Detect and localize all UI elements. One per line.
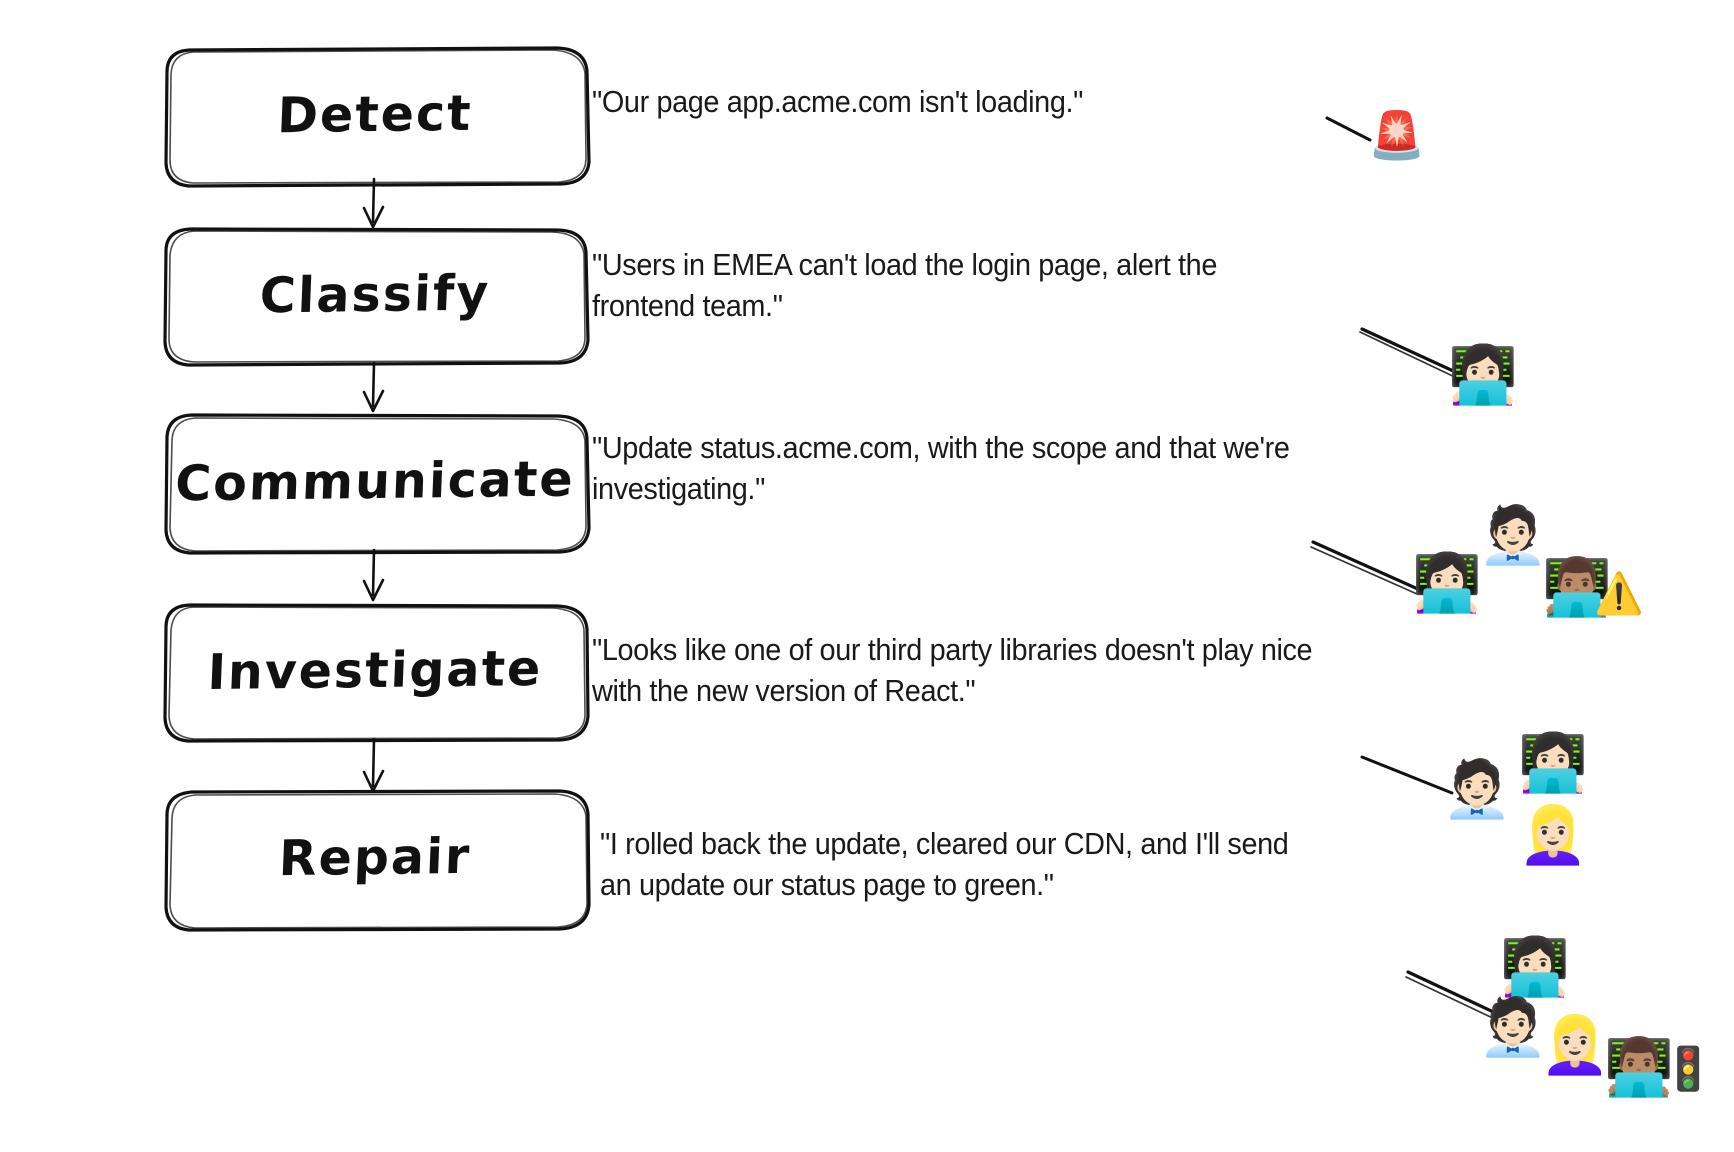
man-technologist-emoji: 👨🏽‍💻 <box>1604 1035 1674 1100</box>
flow-column: Detect Classify <box>0 0 660 1152</box>
flow-node-classify[interactable]: Classify <box>163 227 590 367</box>
sketch-box-outline <box>164 789 591 932</box>
man-technologist-emoji: 👨🏽‍💻 <box>1542 555 1612 620</box>
woman-technologist-emoji: 👩🏻‍💻 <box>1500 935 1570 1000</box>
office-worker-emoji: 🧑🏻‍💼 <box>1478 995 1548 1060</box>
flow-node-communicate[interactable]: Communicate <box>164 413 591 555</box>
leader-line-detect <box>1325 116 1372 142</box>
quote-repair: "I rolled back the update, cleared our C… <box>600 826 1289 902</box>
flow-node-label: Repair <box>277 827 473 887</box>
office-worker-emoji: 🧑🏻‍💼 <box>1442 757 1512 822</box>
flow-node-label: Classify <box>258 264 492 324</box>
woman-technologist-emoji: 👩🏻‍💻 <box>1448 343 1518 408</box>
flow-arrow-2 <box>0 361 660 422</box>
leader-line-classify <box>1360 327 1464 377</box>
flow-node-label: Investigate <box>206 639 544 701</box>
quote-classify: "Users in EMEA can't load the login page… <box>592 247 1217 323</box>
flow-node-label: Detect <box>276 84 474 144</box>
quote-investigate: "Looks like one of our third party libra… <box>592 632 1313 708</box>
flow-arrow-3 <box>0 548 660 609</box>
woman-technologist-emoji: 👩🏻‍💻 <box>1412 551 1482 616</box>
rotating-light-emoji: 🚨 <box>1368 108 1426 162</box>
blonde-woman-technologist-emoji: 👱🏻‍♀️ <box>1518 803 1588 868</box>
leader-line-communicate <box>1311 540 1422 592</box>
sketch-box-outline <box>164 46 591 188</box>
quote-communicate: "Update status.acme.com, with the scope … <box>592 430 1290 506</box>
sketch-box-outline <box>163 227 590 367</box>
office-worker-emoji: 🧑🏻‍💼 <box>1478 503 1548 568</box>
traffic-light-emoji: 🚦 <box>1662 1044 1715 1093</box>
sketch-box-outline <box>163 603 590 743</box>
sketch-box-outline <box>164 413 591 555</box>
flow-node-detect[interactable]: Detect <box>164 46 591 188</box>
quote-detect: "Our page app.acme.com isn't loading." <box>592 84 1084 119</box>
warning-sign-emoji: ⚠️ <box>1594 571 1644 617</box>
flow-node-repair[interactable]: Repair <box>164 789 591 932</box>
flow-arrow-1 <box>0 177 660 238</box>
flow-node-investigate[interactable]: Investigate <box>163 603 590 743</box>
woman-technologist-emoji: 👩🏻‍💻 <box>1518 731 1588 796</box>
blonde-woman-technologist-emoji: 👱🏻‍♀️ <box>1540 1013 1610 1078</box>
flow-node-label: Communicate <box>174 450 576 512</box>
leader-line-investigate <box>1360 755 1454 795</box>
